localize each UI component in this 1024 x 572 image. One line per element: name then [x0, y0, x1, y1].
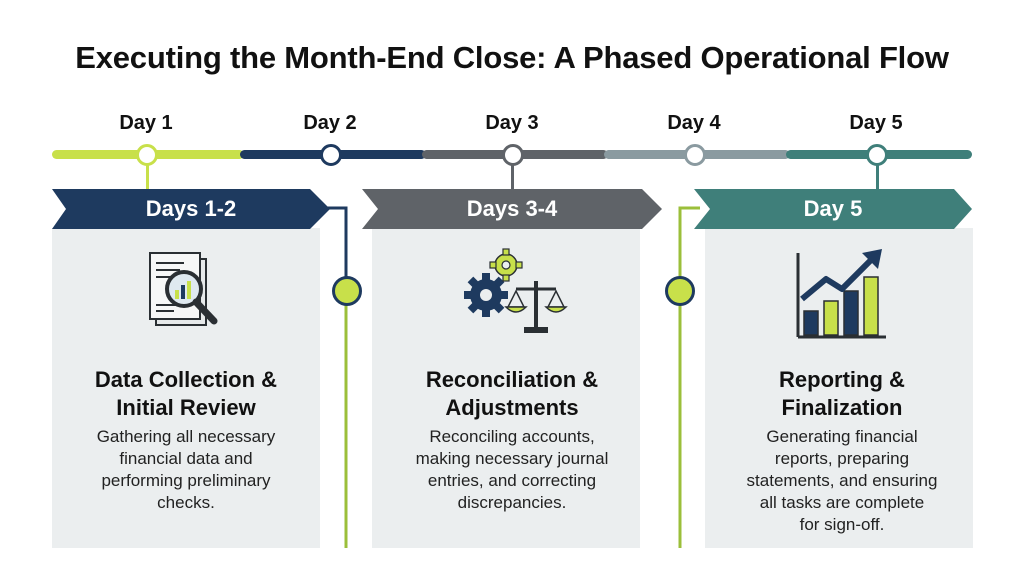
phase-banner-3: Day 5	[694, 189, 972, 229]
phase-heading-line: Reconciliation &	[425, 367, 599, 392]
phase-description-line: statements, and ensuring	[746, 471, 938, 490]
connector-day-3	[511, 164, 514, 190]
phase-banner-1: Days 1-2	[52, 189, 330, 229]
phase-description-line: making necessary journal	[415, 449, 609, 468]
phase-description-line: entries, and correcting	[427, 471, 597, 490]
phase-card-3	[705, 228, 973, 548]
timeline-node-day-2	[320, 144, 342, 166]
day-label-1: Day 1	[119, 112, 173, 134]
phase-description-line: financial data and	[119, 449, 253, 468]
phase-heading-line: Finalization	[781, 395, 903, 420]
connector-dot-1	[332, 276, 362, 306]
bar-chart-trend-icon	[796, 249, 886, 339]
phase-description-line: checks.	[157, 493, 215, 512]
phase-banner-2: Days 3-4	[362, 189, 662, 229]
phase-description-line: all tasks are complete	[759, 493, 925, 512]
phase-heading-line: Data Collection &	[94, 367, 278, 392]
phase-description-1: Gathering all necessary financial data a…	[52, 426, 320, 514]
banner-shape-2	[362, 189, 662, 229]
day-label-5: Day 5	[849, 112, 903, 134]
connector-line-1	[322, 206, 348, 548]
phase-heading-3: Reporting & Finalization	[708, 366, 976, 422]
phase-description-line: for sign-off.	[799, 515, 885, 534]
banner-shape-3	[694, 189, 972, 229]
phase-description-2: Reconciling accounts, making necessary j…	[378, 426, 646, 514]
phase-heading-1: Data Collection & Initial Review	[52, 366, 320, 422]
document-magnifier-icon	[149, 252, 218, 326]
banner-shape-1	[52, 189, 330, 229]
phase-description-line: Generating financial	[766, 427, 918, 446]
connector-day-1	[146, 164, 149, 190]
day-label-4: Day 4	[667, 112, 721, 134]
phase-description-3: Generating financial reports, preparing …	[708, 426, 976, 536]
phase-description-line: Gathering all necessary	[96, 427, 276, 446]
phase-heading-line: Reporting &	[779, 367, 905, 392]
phase-banner-label: Day 5	[803, 196, 863, 221]
phase-heading-line: Adjustments	[445, 395, 579, 420]
connector-line-2	[678, 206, 700, 548]
phase-banner-label: Days 3-4	[466, 196, 558, 221]
timeline-node-day-4	[684, 144, 706, 166]
page-title: Executing the Month-End Close: A Phased …	[75, 40, 949, 75]
phase-description-line: discrepancies.	[457, 493, 567, 512]
phase-banner-label: Days 1-2	[145, 196, 237, 221]
phase-description-line: reports, preparing	[774, 449, 910, 468]
phase-description-line: performing preliminary	[101, 471, 271, 490]
day-label-3: Day 3	[485, 112, 539, 134]
connector-dot-2	[665, 276, 695, 306]
day-label-2: Day 2	[303, 112, 357, 134]
phase-heading-2: Reconciliation & Adjustments	[378, 366, 646, 422]
connector-day-5	[876, 164, 879, 190]
phase-description-line: Reconciling accounts,	[429, 427, 595, 446]
phase-heading-line: Initial Review	[116, 395, 256, 420]
gears-scale-icon	[464, 248, 568, 333]
